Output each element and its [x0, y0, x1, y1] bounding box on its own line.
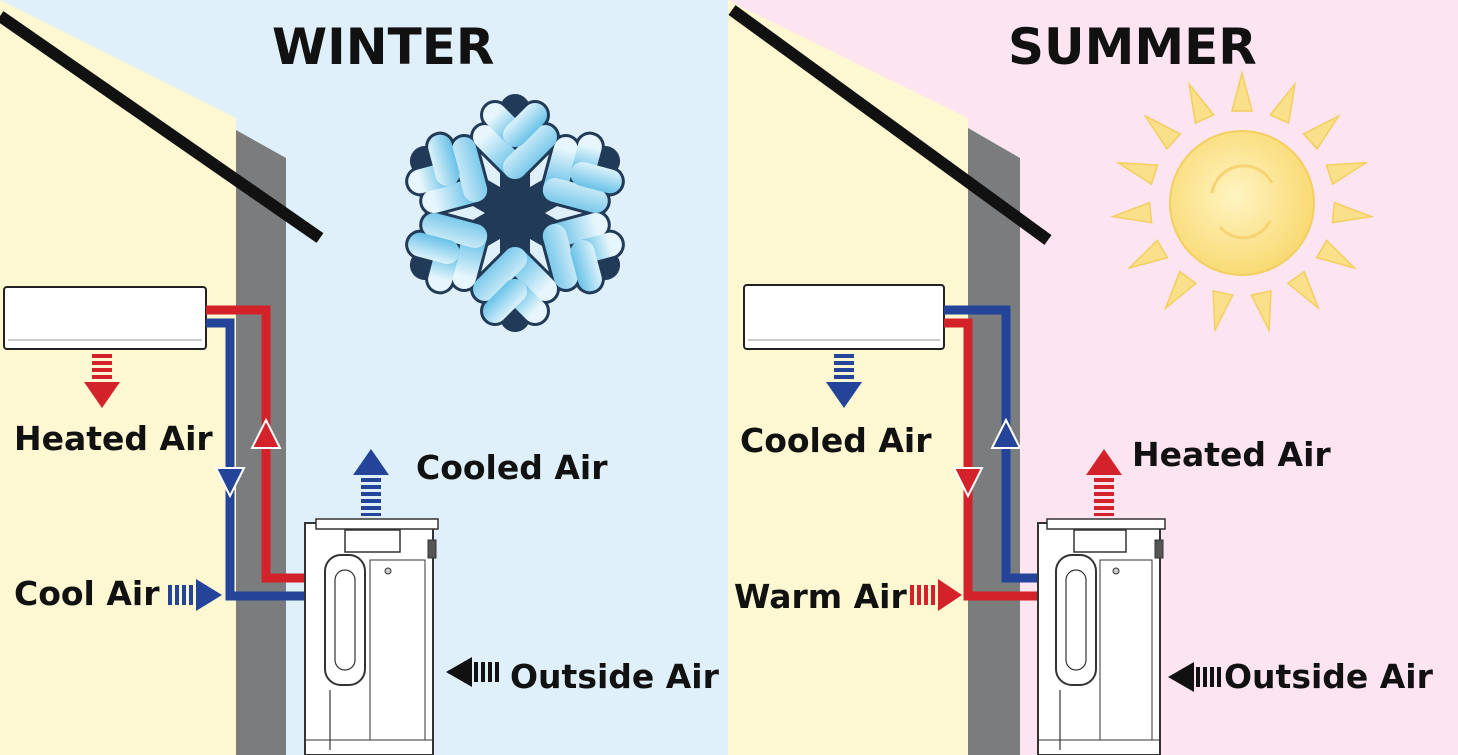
winter-title: WINTER — [272, 18, 495, 76]
winter-heated-air-label: Heated Air — [14, 419, 213, 458]
sun-icon — [1109, 70, 1375, 334]
winter-interior-wall — [0, 0, 236, 755]
up-arrow-icon — [250, 417, 282, 449]
summer-outside-air-label: Outside Air — [1224, 657, 1433, 696]
down-arrow-icon — [214, 467, 246, 499]
winter-cool-air-label: Cool Air — [14, 574, 160, 613]
winter-roof-line — [0, 11, 324, 243]
heated-air-arrow-icon — [84, 354, 120, 408]
heated-air-arrow-icon — [1086, 449, 1122, 516]
warm-air-arrow-icon — [910, 579, 962, 611]
outside-air-arrow-icon — [446, 657, 499, 687]
cooled-air-arrow-icon — [826, 354, 862, 408]
summer-heated-air-label: Heated Air — [1132, 435, 1331, 474]
winter-panel — [0, 0, 728, 755]
summer-outdoor-unit — [1037, 518, 1166, 755]
winter-outdoor-unit — [304, 518, 439, 755]
winter-cooled-air-label: Cooled Air — [416, 448, 608, 487]
summer-warm-air-label: Warm Air — [734, 577, 907, 616]
winter-outside-air-label: Outside Air — [510, 657, 719, 696]
summer-roof-line — [728, 5, 1052, 245]
cool-air-arrow-icon — [168, 579, 222, 611]
summer-cooled-air-label: Cooled Air — [740, 421, 932, 460]
summer-panel — [728, 0, 1458, 755]
outside-air-arrow-icon — [1168, 662, 1221, 692]
up-arrow-icon — [990, 417, 1022, 449]
winter-indoor-unit — [3, 286, 207, 350]
cooled-air-arrow-icon — [353, 449, 389, 516]
winter-blue-pipe — [206, 318, 305, 601]
summer-title: SUMMER — [1008, 18, 1257, 76]
summer-indoor-unit — [743, 284, 945, 350]
down-arrow-icon — [952, 467, 984, 499]
summer-red-pipe — [944, 318, 1038, 601]
snowflake-icon — [405, 94, 625, 332]
